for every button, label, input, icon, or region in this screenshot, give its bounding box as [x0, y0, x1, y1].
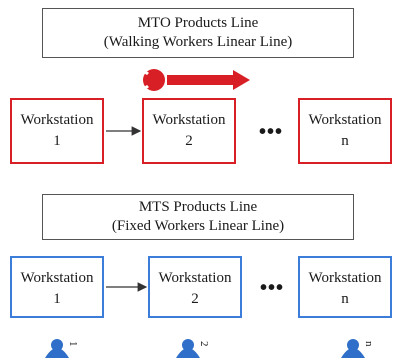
right-arrow-icon [167, 70, 250, 90]
worker-icon [45, 339, 69, 358]
mto-workstation-n-label: Workstation [308, 112, 382, 128]
mto-workstation-1-number: 1 [53, 133, 61, 149]
mts-title-line2: (Fixed Workers Linear Line) [111, 218, 285, 234]
mto-workstation-n-number: n [341, 133, 349, 149]
mto-ellipsis: ••• [259, 121, 284, 143]
mts-title-box: MTS Products Line (Fixed Workers Linear … [42, 194, 354, 240]
mts-workstation-1-number: 1 [53, 291, 61, 307]
mts-workstation-n: Workstation n [298, 256, 392, 318]
mto-workstation-1: Workstation 1 [10, 98, 104, 164]
mto-title-line1: MTO Products Line [137, 15, 259, 31]
worker-head-icon [133, 69, 165, 91]
mto-workstation-2: Workstation 2 [142, 98, 236, 164]
mts-workstation-n-number: n [341, 291, 349, 307]
mto-title-box: MTO Products Line (Walking Workers Linea… [42, 8, 354, 58]
worker-label-n: n [363, 341, 375, 347]
mto-workstation-n: Workstation n [298, 98, 392, 164]
worker-label-2: 2 [198, 341, 210, 347]
mts-title-line1: MTS Products Line [138, 199, 258, 215]
mto-workstation-2-number: 2 [185, 133, 193, 149]
mto-workstation-1-label: Workstation [20, 112, 94, 128]
mts-ellipsis: ••• [260, 277, 285, 299]
mts-workstation-2-label: Workstation [158, 270, 232, 286]
mto-workstation-2-label: Workstation [152, 112, 226, 128]
mts-workstation-n-label: Workstation [308, 270, 382, 286]
mts-workstation-1-label: Workstation [20, 270, 94, 286]
mts-workstation-2: Workstation 2 [148, 256, 242, 318]
mto-title-line2: (Walking Workers Linear Line) [103, 34, 293, 50]
mts-workstation-2-number: 2 [191, 291, 199, 307]
worker-icon [176, 339, 200, 358]
worker-icon [341, 339, 365, 358]
mts-workstation-1: Workstation 1 [10, 256, 104, 318]
worker-label-1: 1 [67, 341, 79, 347]
